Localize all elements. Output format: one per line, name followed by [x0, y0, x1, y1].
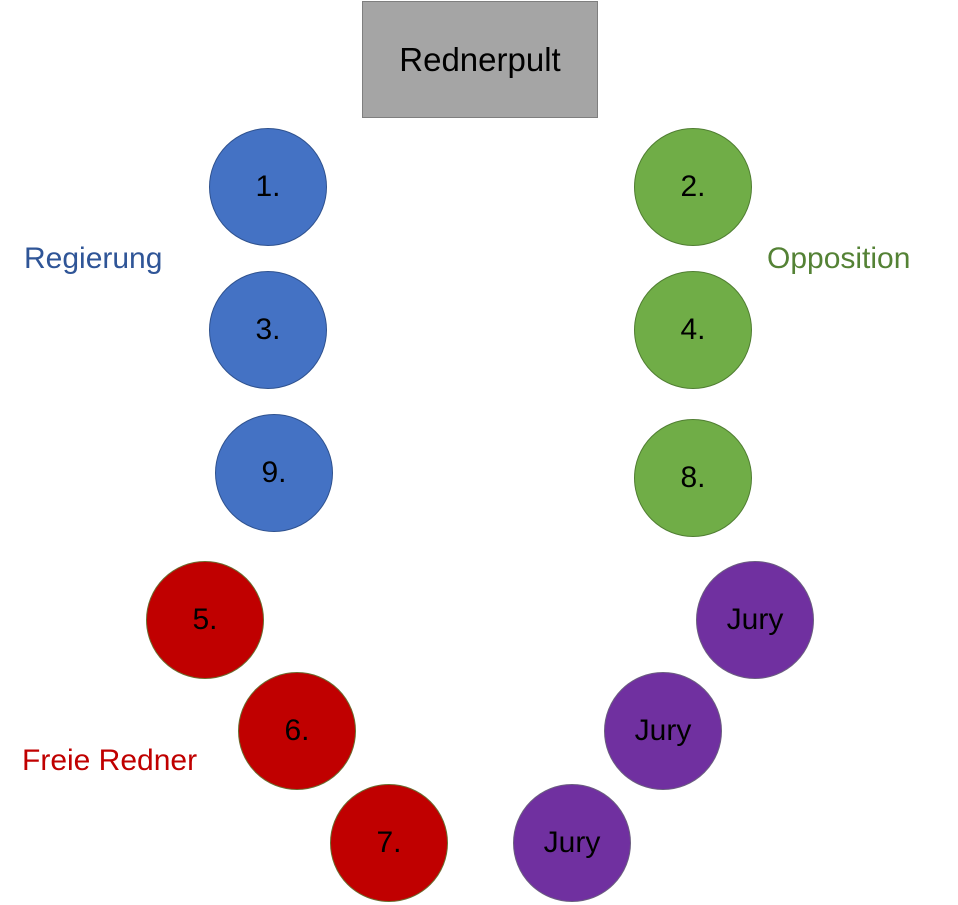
seat-9: 9. — [215, 414, 333, 532]
label-freie-redner: Freie Redner — [22, 744, 198, 777]
seat-8: 8. — [634, 419, 752, 537]
seat-3: 3. — [209, 271, 327, 389]
seat-jury-3: Jury — [513, 784, 631, 902]
seat-9-label: 9. — [261, 456, 287, 489]
seat-3-label: 3. — [255, 313, 281, 346]
seat-jury-3-label: Jury — [543, 826, 601, 859]
seat-jury-2: Jury — [604, 672, 722, 790]
seat-1-label: 1. — [255, 170, 281, 203]
seat-5: 5. — [146, 561, 264, 679]
seat-2-label: 2. — [680, 170, 706, 203]
seat-7-label: 7. — [376, 826, 402, 859]
seat-8-label: 8. — [680, 461, 706, 494]
seat-jury-1: Jury — [696, 561, 814, 679]
label-opposition: Opposition — [767, 242, 911, 275]
seat-jury-1-label: Jury — [726, 603, 784, 636]
seat-jury-2-label: Jury — [634, 714, 692, 747]
label-regierung: Regierung — [24, 242, 163, 275]
podium-label: Rednerpult — [399, 40, 561, 78]
seat-2: 2. — [634, 128, 752, 246]
seat-5-label: 5. — [192, 603, 218, 636]
seat-4: 4. — [634, 271, 752, 389]
podium-lectern: Rednerpult — [362, 1, 598, 118]
seat-1: 1. — [209, 128, 327, 246]
seat-6-label: 6. — [284, 714, 310, 747]
seat-7: 7. — [330, 784, 448, 902]
seat-6: 6. — [238, 672, 356, 790]
seat-4-label: 4. — [680, 313, 706, 346]
